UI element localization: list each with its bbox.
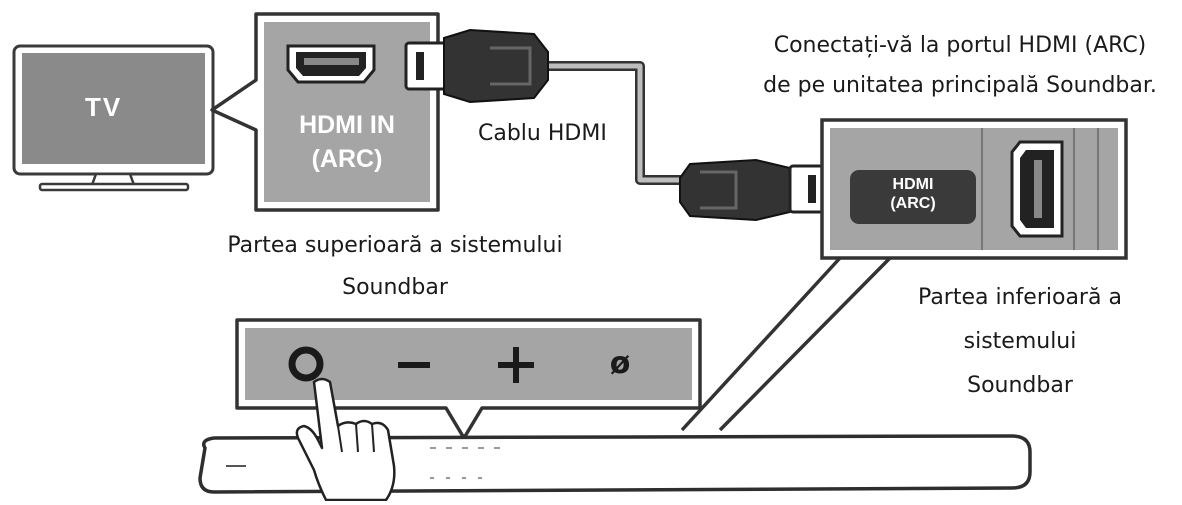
- top-label-line1: Partea superioară a sistemului: [227, 233, 563, 258]
- pointing-hand-icon: [295, 377, 396, 502]
- source-button-icon: ø: [609, 346, 631, 381]
- tv-port-label-line1: HDMI IN: [299, 111, 395, 139]
- soundbar-top-callout: [235, 318, 702, 440]
- soundbar-port-label-line2: (ARC): [890, 195, 936, 212]
- tv-label: TV: [85, 92, 123, 122]
- top-label-line2: Soundbar: [342, 275, 448, 300]
- tv-illustration: [12, 44, 215, 192]
- hdmi-plug-tv-end: [404, 28, 549, 104]
- bottom-label-line2: sistemului: [963, 329, 1077, 354]
- hdmi-cable: [404, 28, 832, 222]
- soundbar-hdmi-socket-icon: [1010, 140, 1064, 238]
- hdmi-plug-soundbar-end: [679, 158, 832, 222]
- volume-down-icon: [398, 362, 430, 368]
- tv-hdmi-socket-icon: [286, 44, 376, 84]
- power-button-icon: [288, 346, 324, 382]
- soundbar-port-callout: [680, 118, 1128, 432]
- soundbar-illustration: [198, 434, 1032, 494]
- instruction-line2: de pe unitatea principală Soundbar.: [763, 73, 1157, 98]
- cable-label: Cablu HDMI: [478, 121, 607, 146]
- bottom-label-line3: Soundbar: [967, 373, 1073, 398]
- volume-up-icon: [498, 347, 534, 383]
- soundbar-port-label-line1: HDMI: [892, 176, 934, 193]
- instruction-line1: Conectați-vă la portul HDMI (ARC): [773, 33, 1147, 58]
- bottom-label-line1: Partea inferioară a: [918, 285, 1122, 310]
- tv-port-label-line2: (ARC): [311, 145, 383, 173]
